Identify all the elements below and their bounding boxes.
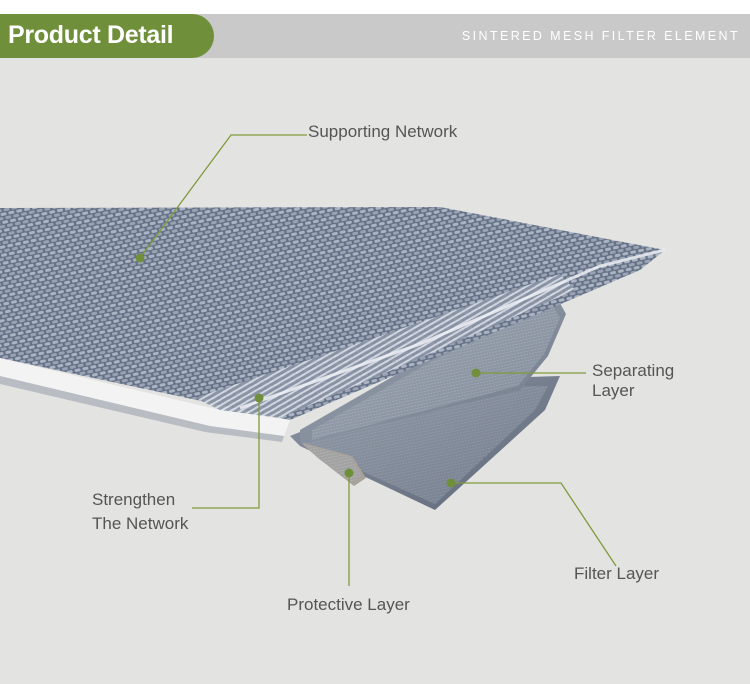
page-title: Product Detail [8,21,174,49]
callout-line-filter [451,482,617,567]
label-separating-layer-line2: Layer [592,381,635,400]
strengthen-network-band [195,274,575,418]
mesh-highlight-edge [239,248,666,410]
callout-line-strengthen [192,398,260,509]
separating-layer-texture [312,304,560,440]
label-protective-layer: Protective Layer [287,595,410,614]
mesh-shading [0,207,665,420]
dot-protective [344,468,354,478]
label-strengthen-network-line2: The Network [92,514,189,533]
callout-lines [139,134,617,586]
header-bar: Product Detail SINTERED MESH FILTER ELEM… [0,14,750,58]
label-strengthen-network-line1: Strengthen [92,490,176,509]
dot-supporting [135,253,145,263]
label-supporting-network: Supporting Network [308,122,458,141]
callout-dots [135,253,481,488]
diagram-svg [0,134,666,586]
dot-filter [446,478,456,488]
dot-strengthen [254,393,264,403]
product-diagram: Supporting Network Separating Layer Stre… [0,58,750,684]
label-filter-layer: Filter Layer [574,564,660,583]
label-separating-layer-line1: Separating [592,361,675,380]
header-title-tab: Product Detail [0,14,214,58]
callout-line-supporting [139,134,307,259]
header-subtitle: SINTERED MESH FILTER ELEMENT [461,29,740,43]
dot-separating [471,368,481,378]
sintered-edge [0,358,290,436]
sintered-edge-shadow [0,376,284,442]
supporting-network-mesh [0,207,665,420]
